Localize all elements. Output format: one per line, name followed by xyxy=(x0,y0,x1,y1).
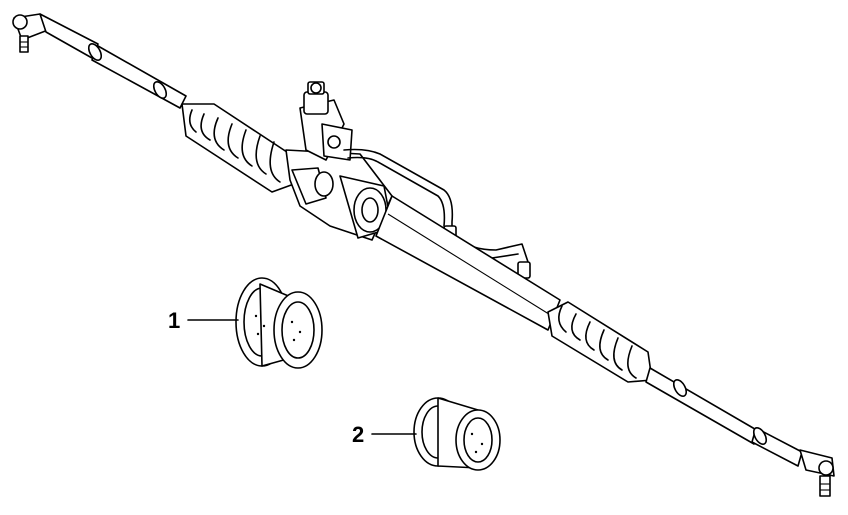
callout-2: 2 xyxy=(352,422,417,447)
bushing-part-2 xyxy=(413,397,501,471)
rack-tube xyxy=(375,195,561,331)
callout-number-1: 1 xyxy=(168,308,180,333)
left-tie-rod xyxy=(39,13,187,109)
rack-housing xyxy=(285,149,393,241)
right-bellows-boot xyxy=(547,301,653,383)
right-tie-rod-end xyxy=(799,449,835,497)
pinion-valve-tower xyxy=(299,81,353,161)
left-bellows-boot xyxy=(181,103,297,193)
bushing-part-1 xyxy=(235,277,323,369)
left-tie-rod-end xyxy=(12,13,49,53)
callout-1: 1 xyxy=(168,308,239,333)
steering-rack-assembly xyxy=(12,13,835,497)
callout-number-2: 2 xyxy=(352,422,364,447)
right-tie-rod xyxy=(645,367,803,467)
